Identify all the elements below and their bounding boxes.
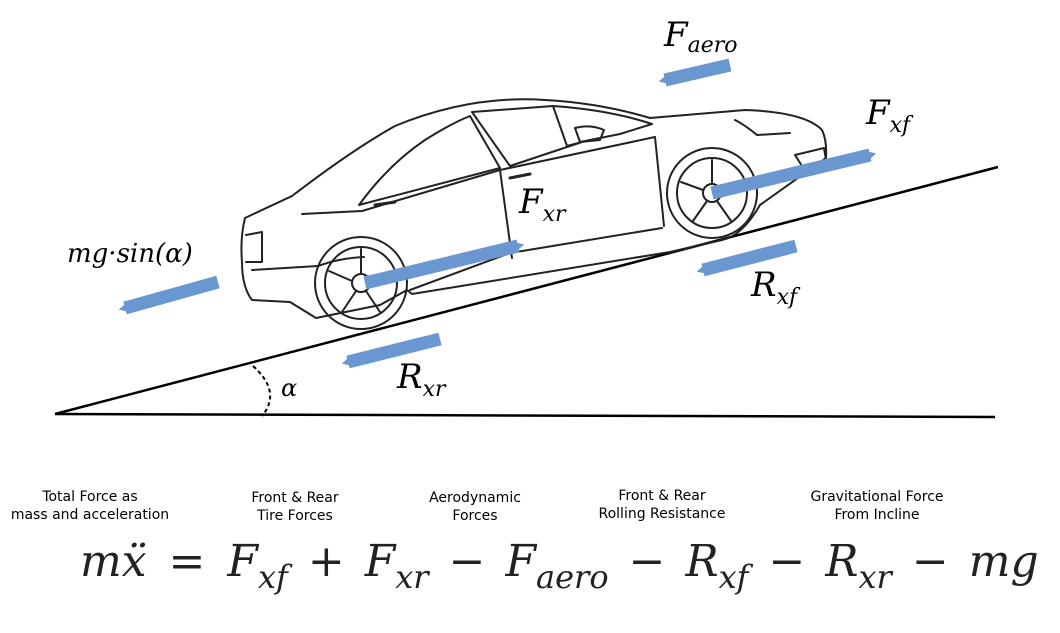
ground-line: [54, 412, 996, 419]
term-label-rolling: Front & Rear Rolling Resistance: [598, 488, 726, 522]
angle-label: α: [281, 374, 297, 402]
equation: mẍ = Fxf + Fxr − Faero − Rxf − Rxr − mg …: [80, 536, 1060, 599]
arrow-gravity: [118, 275, 220, 315]
label-f-xr: Fxr: [518, 182, 567, 227]
arrow-front-tire: [710, 148, 877, 200]
label-f-aero: Faero: [663, 15, 738, 58]
arrow-front-rolling: [696, 239, 798, 277]
svg-text:mẍ = Fxf + Fxr: mẍ = Fxf + Fxr − Faero − Rxf − Rxr − mg …: [80, 536, 1060, 599]
force-arrows: [118, 58, 877, 369]
term-label-aero: Aerodynamic Forces: [429, 490, 521, 524]
eq-lhs: mẍ: [80, 536, 147, 587]
angle-arc: [252, 365, 272, 417]
label-r-xf: Rxf: [750, 265, 801, 310]
eq-equals: =: [169, 536, 206, 587]
arrow-aero: [658, 58, 732, 87]
arrow-rear-tire: [363, 239, 525, 290]
incline-line: [54, 165, 999, 416]
term-label-tire: Front & Rear Tire Forces: [251, 490, 339, 524]
label-gravity: mg·sin(α): [67, 239, 193, 269]
term-label-gravity: Gravitational Force From Incline: [810, 489, 944, 523]
arrow-rear-rolling: [341, 332, 442, 369]
term-label-total: Total Force as mass and acceleration: [10, 489, 170, 523]
label-f-xf: Fxf: [865, 93, 914, 138]
label-r-xr: Rxr: [396, 357, 447, 402]
